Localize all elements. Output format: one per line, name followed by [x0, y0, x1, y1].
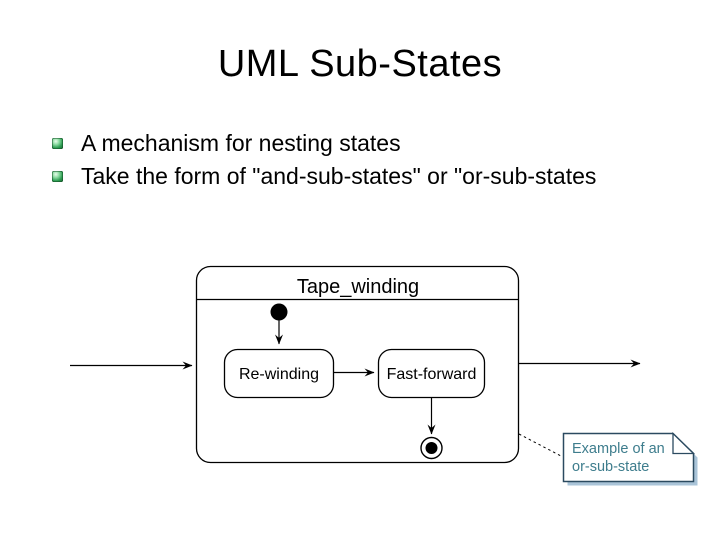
slide-title: UML Sub-States [217, 43, 503, 85]
bullet-item: A mechanism for nesting states [52, 131, 401, 155]
note-connector-dashed-line [518, 433, 562, 457]
green-gem-bullet-icon [52, 138, 63, 149]
substate-box-fastforward [377, 348, 486, 399]
note-text-line: Example of an [572, 441, 665, 457]
substate-name-rewinding: Re-winding [239, 366, 319, 383]
bullet-item: Take the form of "and-sub-states" or "or… [52, 164, 596, 188]
note-text-line: or-sub-state [572, 459, 649, 475]
substate-box-rewinding [223, 348, 335, 399]
substate-name-fastforward: Fast-forward [387, 366, 477, 383]
note-folded-corner-icon [672, 431, 696, 455]
bullet-text: Take the form of "and-sub-states" or "or… [81, 163, 597, 189]
note-box [562, 432, 695, 483]
composite-state-name: Tape_winding [297, 276, 419, 298]
green-gem-bullet-icon [52, 171, 63, 182]
final-state-inner-dot-icon [425, 442, 438, 454]
initial-state-icon [270, 303, 288, 321]
bullet-text: A mechanism for nesting states [81, 130, 401, 156]
